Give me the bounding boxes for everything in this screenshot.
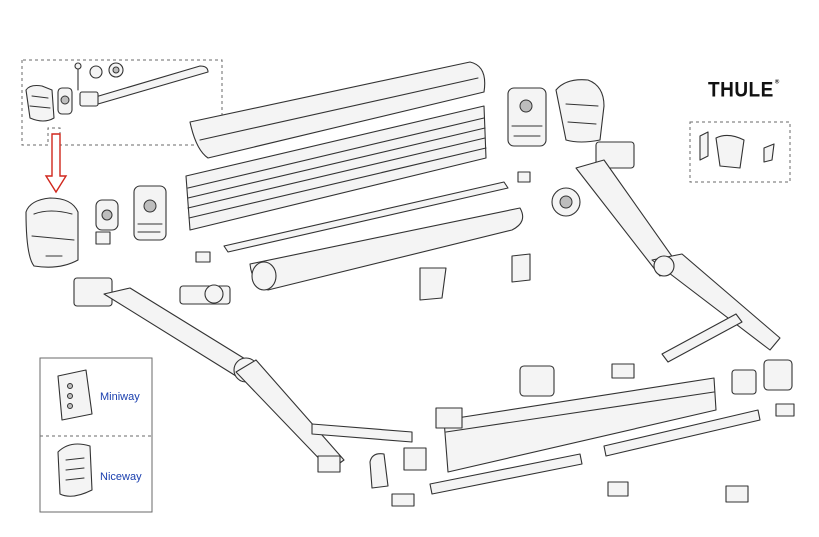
flat-strips [223, 181, 524, 291]
motor-right [507, 79, 605, 217]
detail-inset [21, 59, 223, 146]
remote-control-icon [57, 443, 93, 497]
remote-label-miniway: Miniway [100, 391, 140, 403]
cassette-profile [185, 105, 487, 231]
remote-control-icon [57, 369, 93, 421]
gear-assembly-left [95, 185, 167, 245]
remotes-panel [39, 357, 153, 513]
cassette-cover [189, 61, 486, 159]
left-arm [73, 277, 413, 473]
right-detail-inset [689, 121, 791, 183]
brand-logo: THULE® [708, 78, 780, 102]
remote-label-niceway: Niceway [100, 471, 142, 483]
red-arrow-down-icon [44, 133, 68, 194]
lower-assemblies [369, 359, 795, 507]
small-brackets-mid [179, 171, 531, 305]
left-end-cap [25, 197, 79, 268]
right-arm [575, 141, 781, 363]
